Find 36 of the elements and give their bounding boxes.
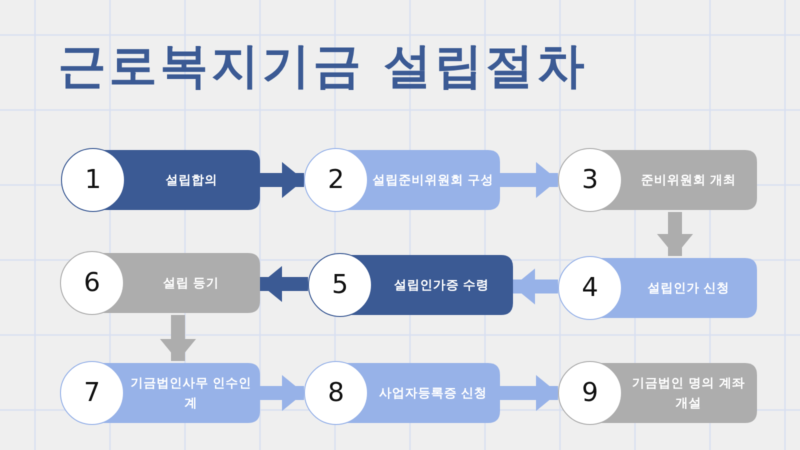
step-label: 준비위원회 개최 (640, 171, 736, 189)
step-label: 설립인가 신청 (647, 279, 730, 297)
step-box (61, 148, 260, 212)
arrow (500, 162, 558, 198)
arrow (513, 268, 558, 304)
step-number: 9 (580, 377, 600, 410)
step-box (60, 361, 260, 425)
step-number: 7 (82, 377, 102, 410)
step-box (60, 251, 260, 315)
step-box (304, 148, 500, 212)
step-number: 8 (326, 377, 346, 410)
step-number: 5 (330, 269, 350, 302)
step-number: 1 (84, 164, 102, 197)
step-number: 6 (82, 267, 102, 300)
step-label: 설립준비위원회 구성 (372, 171, 494, 189)
step-box (304, 361, 500, 425)
step-number: 2 (326, 164, 346, 197)
arrow (260, 162, 304, 198)
title: 근로복지기금 설립절차 (58, 37, 588, 96)
arrow (260, 375, 304, 411)
step-box (308, 253, 513, 317)
step-label: 설립인가증 수령 (394, 276, 490, 294)
step-label: 설립합의 (166, 171, 218, 189)
step-number: 3 (580, 164, 600, 197)
step-box (558, 148, 757, 212)
arrow (657, 212, 693, 256)
step-label: 기금법인사무 인수인계 (129, 374, 253, 412)
step-label: 기금법인 명의 계좌 개설 (631, 374, 746, 412)
arrow (260, 266, 308, 302)
arrow (160, 315, 196, 361)
step-box (558, 361, 757, 425)
step-label: 설립 등기 (162, 274, 220, 292)
step-number: 4 (580, 272, 600, 305)
step-box (558, 256, 757, 320)
arrow (500, 375, 558, 411)
step-label: 사업자등록증 신청 (378, 384, 488, 402)
